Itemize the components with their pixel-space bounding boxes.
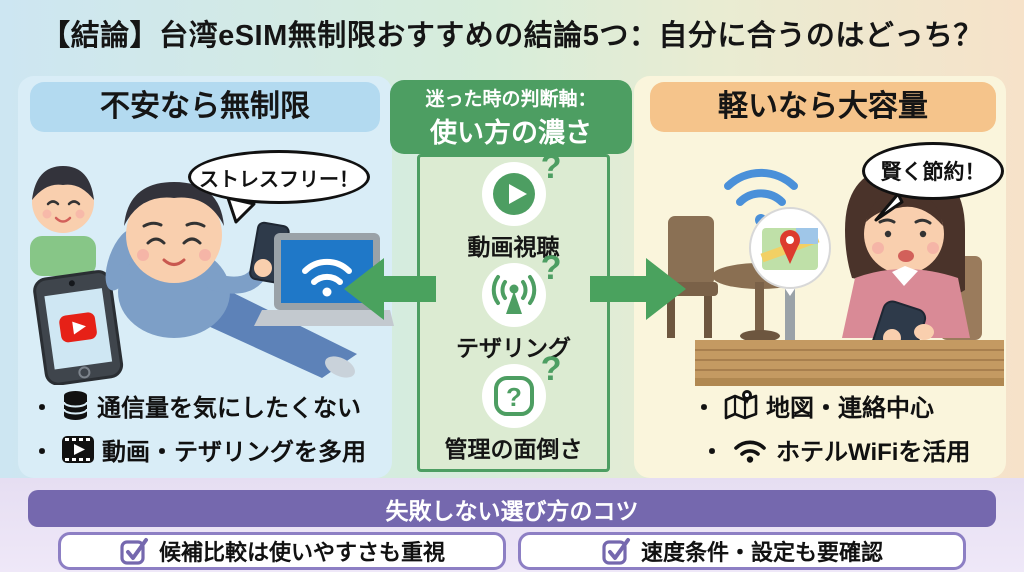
- axis-label-management: 管理の面倒さ: [444, 436, 583, 462]
- bullet-marker: ・: [30, 395, 54, 422]
- bullet-marker: ・: [700, 439, 724, 466]
- video-icon: [62, 436, 94, 463]
- tethering-icon: ?: [481, 249, 562, 327]
- wooden-table: [695, 340, 1004, 386]
- footer-tip-box-1: 候補比較は使いやすさも重視: [58, 532, 506, 570]
- list-item: ・ 地図・連絡中心: [692, 388, 1002, 423]
- list-item: ・ 動画・テザリングを多用: [30, 432, 392, 467]
- man-figure: [105, 182, 357, 378]
- left-panel-header: 不安なら無制限: [30, 82, 380, 132]
- left-speech-text: ストレスフリー！: [199, 168, 359, 191]
- bullet-marker: ・: [692, 395, 716, 422]
- right-bubble-tail: [874, 194, 904, 222]
- footer-tips-bar: 失敗しない選び方のコツ: [28, 490, 996, 527]
- list-item: ・ 通信量を気にしたくない: [30, 388, 392, 423]
- bullet-text: 地図・連絡中心: [766, 395, 934, 422]
- checkbox-icon: [120, 538, 148, 565]
- question-mark: ?: [540, 350, 562, 388]
- footer-tip-text: 速度条件・設定も要確認: [640, 540, 883, 565]
- bullet-text: 通信量を気にしたくない: [97, 395, 361, 422]
- decision-axis-panel: ? 動画視聴 ? テザリング ? ? 管理の面倒さ: [417, 148, 610, 472]
- bullet-text: 動画・テザリングを多用: [102, 439, 366, 466]
- decision-axis-header: 迷った時の判断軸： 使い方の濃さ: [390, 80, 632, 154]
- question-mark: ?: [540, 148, 562, 186]
- page-title: 【結論】台湾eSIM無制限おすすめの結論5つ：自分に合うのはどっち？: [41, 20, 983, 52]
- arrow-right-icon: [590, 258, 686, 320]
- youtube-phone: [33, 270, 124, 385]
- boy-figure: [30, 166, 96, 276]
- right-speech-text: 賢く節約！: [880, 161, 986, 184]
- right-panel-header: 軽いなら大容量: [650, 82, 996, 132]
- wifi-icon: [734, 440, 766, 463]
- question-mark: ?: [540, 249, 562, 287]
- bullet-marker: ・: [30, 439, 54, 466]
- map-pin-sign: [749, 207, 831, 354]
- question-glyph: ?: [506, 382, 522, 412]
- right-bullet-list: ・ 地図・連絡中心 ・ ホテルWiFiを活用: [692, 388, 1002, 467]
- left-speech-bubble: ストレスフリー！: [188, 150, 370, 204]
- question-icon: ? ?: [481, 350, 562, 428]
- map-icon: [724, 389, 758, 419]
- decision-axis-line1: 迷った時の判断軸：: [425, 89, 597, 110]
- axis-item-tethering: ? テザリング: [456, 249, 571, 363]
- data-cylinder-icon: [63, 391, 88, 420]
- axis-label-video: 動画視聴: [467, 234, 560, 260]
- left-bullet-list: ・ 通信量を気にしたくない ・ 動画・テザリングを多用: [30, 388, 392, 467]
- list-item: ・ ホテルWiFiを活用: [692, 432, 1002, 467]
- decision-axis-line2: 使い方の濃さ: [430, 118, 592, 148]
- footer-tip-box-2: 速度条件・設定も要確認: [518, 532, 966, 570]
- arrow-left-icon: [344, 258, 436, 320]
- right-speech-bubble: 賢く節約！: [862, 142, 1004, 200]
- footer-tip-text: 候補比較は使いやすさも重視: [158, 540, 445, 565]
- checkbox-icon: [602, 538, 630, 565]
- axis-item-video: ? 動画視聴: [467, 148, 562, 262]
- left-bubble-tail: [226, 198, 256, 224]
- bullet-text: ホテルWiFiを活用: [776, 439, 971, 466]
- play-icon: ?: [481, 148, 562, 226]
- axis-item-management: ? ? 管理の面倒さ: [444, 350, 583, 464]
- axis-label-tethering: テザリング: [456, 335, 571, 361]
